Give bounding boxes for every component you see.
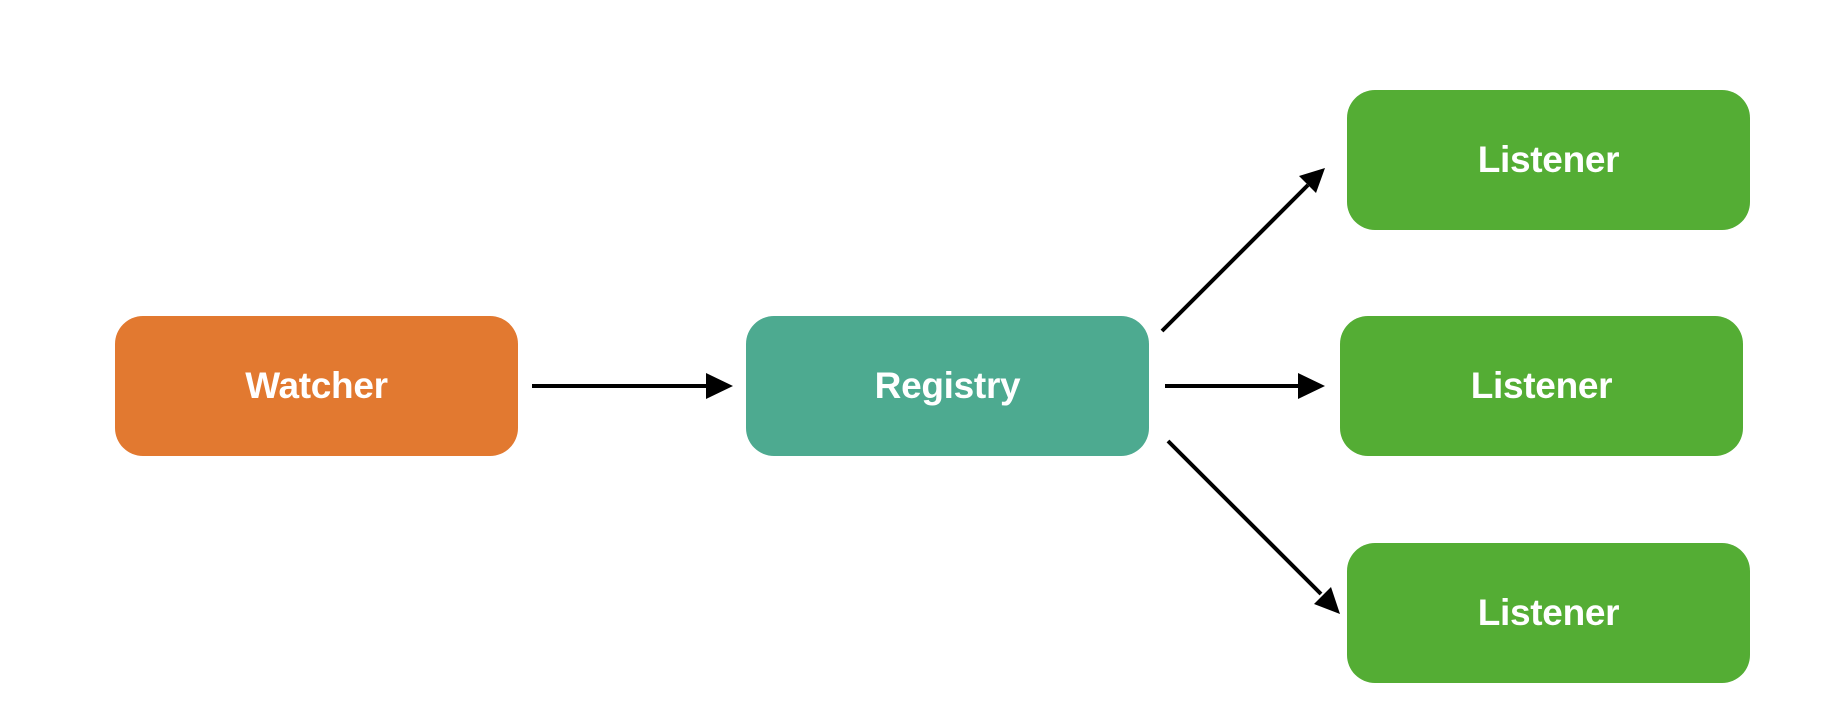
edge-registry-to-listener-bottom — [1166, 439, 1340, 614]
listener-label: Listener — [1477, 592, 1620, 633]
edge-watcher-to-registry — [532, 373, 733, 399]
registry-label: Registry — [874, 365, 1021, 406]
listener-label: Listener — [1477, 139, 1620, 180]
listener-node-bottom: Listener — [1347, 543, 1750, 683]
watcher-node: Watcher — [115, 316, 518, 456]
listener-node-top: Listener — [1347, 90, 1750, 230]
edge-registry-to-listener-top — [1160, 168, 1325, 333]
listener-label: Listener — [1470, 365, 1613, 406]
edge-registry-to-listener-middle — [1165, 373, 1325, 399]
registry-node: Registry — [746, 316, 1149, 456]
listener-node-middle: Listener — [1340, 316, 1743, 456]
watcher-label: Watcher — [245, 365, 388, 406]
